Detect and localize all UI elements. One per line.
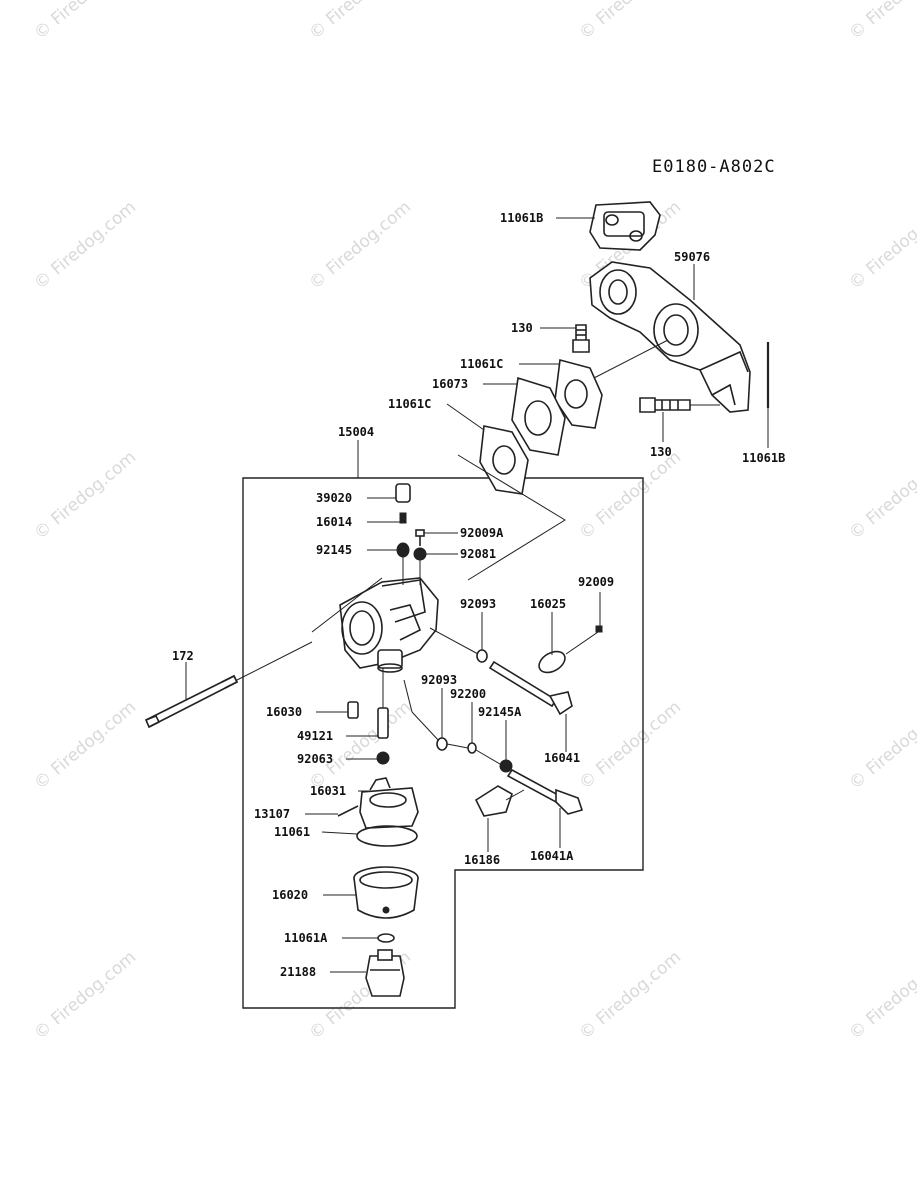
label-15004: 15004	[338, 425, 374, 439]
screw-92009a	[415, 529, 425, 546]
label-16186: 16186	[464, 853, 500, 867]
label-130-top: 130	[511, 321, 533, 335]
label-92145a: 92145A	[478, 705, 522, 719]
label-172: 172	[172, 649, 194, 663]
watermark: © Firedog.com	[575, 447, 685, 544]
watermark: © Firedog.com	[845, 947, 917, 1044]
assembly-frame	[242, 477, 644, 1009]
watermark: © Firedog.com	[30, 947, 140, 1044]
watermark: © Firedog.com	[305, 0, 415, 44]
watermark: © Firedog.com	[575, 697, 685, 794]
label-11061b-side: 11061B	[742, 451, 785, 465]
bolt-130-top	[572, 324, 590, 353]
label-92009a: 92009A	[460, 526, 504, 540]
watermark: © Firedog.com	[30, 447, 140, 544]
watermark: © Firedog.com	[30, 197, 140, 294]
watermark: © Firedog.com	[845, 197, 917, 294]
washer-92093-b	[436, 737, 448, 751]
label-21188: 21188	[280, 965, 316, 979]
label-13107: 13107	[254, 807, 290, 821]
watermark: © Firedog.com	[30, 0, 140, 44]
label-92093-b: 92093	[421, 673, 457, 687]
leader-lines	[185, 217, 769, 973]
choke-shaft-16041a	[403, 679, 584, 815]
label-16030: 16030	[266, 705, 302, 719]
pin-13107	[337, 805, 359, 817]
watermark: © Firedog.com	[575, 0, 685, 44]
gasket-11061b-top	[589, 201, 661, 251]
label-11061c-b: 11061C	[388, 397, 431, 411]
label-11061: 11061	[274, 825, 310, 839]
oring-11061a	[377, 933, 395, 943]
watermark-layer: © Firedog.com © Firedog.com © Firedog.co…	[30, 0, 917, 1044]
nozzle-49121	[377, 668, 389, 739]
label-11061a: 11061A	[284, 931, 328, 945]
label-92081: 92081	[460, 547, 496, 561]
washer-92200	[446, 742, 477, 754]
watermark: © Firedog.com	[575, 947, 685, 1044]
throttle-shaft-16041	[429, 627, 573, 716]
stud-172	[144, 641, 313, 729]
watermark: © Firedog.com	[845, 697, 917, 794]
throttle-plate-16025	[538, 631, 599, 674]
label-16041a: 16041A	[530, 849, 574, 863]
label-16020: 16020	[272, 888, 308, 902]
watermark: © Firedog.com	[845, 447, 917, 544]
solenoid-21188	[365, 949, 405, 997]
label-16073: 16073	[432, 377, 468, 391]
jet-16030	[347, 701, 359, 719]
assembly-axis-upper	[593, 339, 669, 379]
watermark: © Firedog.com	[30, 697, 140, 794]
label-92009: 92009	[578, 575, 614, 589]
label-59076: 59076	[674, 250, 710, 264]
label-92063: 92063	[297, 752, 333, 766]
screw-92009	[595, 625, 603, 633]
label-16041: 16041	[544, 751, 580, 765]
label-49121: 49121	[297, 729, 333, 743]
assembly-axis-lower	[457, 454, 566, 581]
label-16025: 16025	[530, 597, 566, 611]
washer-92063	[376, 751, 390, 765]
label-11061b-top: 11061B	[500, 211, 543, 225]
float-bowl-16020	[353, 866, 419, 919]
label-16031: 16031	[310, 784, 346, 798]
gasket-11061c-a	[554, 358, 603, 429]
intake-manifold-59076	[589, 261, 751, 413]
gasket-11061	[356, 825, 418, 847]
label-16014: 16014	[316, 515, 352, 529]
label-92145: 92145	[316, 543, 352, 557]
float-valve-stack	[395, 483, 411, 585]
watermark: © Firedog.com	[845, 0, 917, 44]
float-16031	[359, 777, 419, 829]
insulator-16073	[511, 376, 566, 456]
label-92093-a: 92093	[460, 597, 496, 611]
bolt-130-bottom	[639, 397, 720, 413]
choke-plate-16186	[474, 785, 525, 817]
label-92200: 92200	[450, 687, 486, 701]
label-130-bottom: 130	[650, 445, 672, 459]
spring-92145a	[475, 749, 513, 773]
diagram-code: E0180-A802C	[652, 157, 776, 177]
carburetor-body-15004	[311, 577, 439, 673]
label-11061c-a: 11061C	[460, 357, 503, 371]
label-39020: 39020	[316, 491, 352, 505]
watermark: © Firedog.com	[305, 197, 415, 294]
part-labels: 11061B 59076 130 11061C 16073 11061C 130…	[172, 211, 785, 979]
